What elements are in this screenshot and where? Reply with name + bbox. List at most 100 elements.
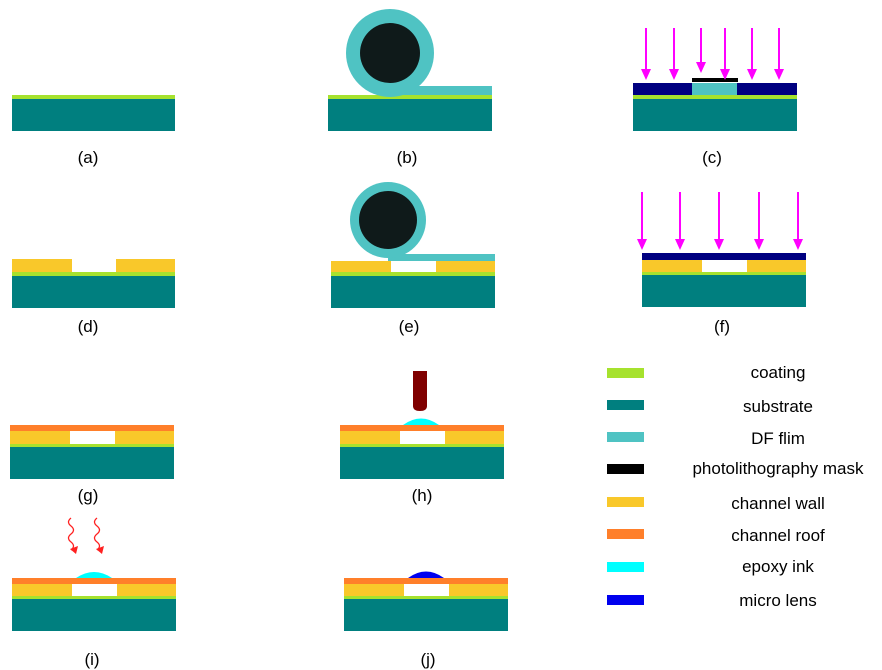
uv-arrow-head <box>793 239 803 250</box>
substrate <box>340 447 504 479</box>
substrate <box>12 99 175 131</box>
coating-layer <box>344 596 508 599</box>
channel-wall-left <box>12 584 72 596</box>
legend-item-epoxy-ink: epoxy ink <box>607 557 814 576</box>
channel-roof <box>10 425 174 431</box>
uv-exposure-arrows <box>641 28 784 80</box>
legend-item-substrate: substrate <box>607 397 813 416</box>
substrate <box>344 599 508 631</box>
step-d: (d) <box>12 259 175 336</box>
substrate <box>642 275 806 307</box>
channel-void <box>404 584 449 596</box>
channel-wall-right <box>449 584 508 596</box>
df-film-strip <box>388 254 495 261</box>
caption-h: (h) <box>412 486 433 505</box>
step-g: (g) <box>10 425 174 505</box>
channel-void <box>72 584 117 596</box>
step-i: (i) <box>12 517 176 669</box>
step-f: (f) <box>637 192 806 336</box>
channel-wall-left <box>642 260 702 272</box>
legend-label-df-film: DF flim <box>751 429 805 448</box>
channel-wall-left <box>331 261 391 272</box>
legend-label-epoxy-ink: epoxy ink <box>742 557 814 576</box>
coating-layer <box>340 444 504 447</box>
coating-layer <box>633 95 797 99</box>
channel-wall-right <box>115 431 174 444</box>
heat-wave-right-head <box>96 546 104 554</box>
step-a: (a) <box>12 95 175 167</box>
uv-arrow-head <box>641 69 651 80</box>
legend-swatch-coating <box>607 368 644 378</box>
legend-label-channel-wall: channel wall <box>731 494 825 513</box>
substrate <box>328 99 492 131</box>
channel-wall-right <box>436 261 495 272</box>
caption-a: (a) <box>78 148 99 167</box>
step-e: (e) <box>331 182 495 336</box>
legend-item-micro-lens: micro lens <box>607 591 817 610</box>
legend: coating substrate DF flim photolithograp… <box>607 363 864 610</box>
legend-swatch-photolithography-mask <box>607 464 644 474</box>
uv-arrow-head <box>696 62 706 73</box>
coating-layer <box>10 444 174 447</box>
step-h: (h) <box>340 371 504 505</box>
legend-swatch-epoxy-ink <box>607 562 644 572</box>
channel-wall-right <box>116 259 175 272</box>
heat-wave-right <box>93 517 101 551</box>
coating-layer <box>12 95 175 99</box>
legend-label-channel-roof: channel roof <box>731 526 825 545</box>
df-film-strip <box>390 86 492 95</box>
substrate <box>12 276 175 308</box>
legend-swatch-df-film <box>607 432 644 442</box>
legend-item-df-film: DF flim <box>607 429 805 448</box>
channel-wall-left <box>340 431 400 444</box>
legend-item-channel-wall: channel wall <box>607 494 825 513</box>
legend-label-photolithography-mask: photolithography mask <box>692 459 864 478</box>
legend-item-coating: coating <box>607 363 805 382</box>
step-c: (c) <box>633 28 797 167</box>
channel-void <box>391 261 436 272</box>
dispensing-nozzle <box>413 371 427 411</box>
photolithography-mask <box>692 78 738 82</box>
legend-label-substrate: substrate <box>743 397 813 416</box>
unexposed-df-film <box>692 83 737 95</box>
heat-wave-left <box>67 517 75 551</box>
channel-roof <box>344 578 508 584</box>
legend-label-micro-lens: micro lens <box>739 591 816 610</box>
caption-e: (e) <box>399 317 420 336</box>
caption-j: (j) <box>420 650 435 669</box>
uv-arrow-head <box>774 69 784 80</box>
heat-wave-left-head <box>70 546 78 554</box>
coating-layer <box>12 272 175 276</box>
coating-layer <box>328 95 492 99</box>
channel-void <box>702 260 747 272</box>
epoxy-ink-droplet <box>403 418 439 425</box>
step-b: (b) <box>328 9 492 167</box>
epoxy-ink-droplet <box>76 572 112 578</box>
channel-roof <box>12 578 176 584</box>
legend-item-channel-roof: channel roof <box>607 526 825 545</box>
coating-layer <box>642 272 806 275</box>
micro-lens <box>408 571 444 578</box>
channel-wall-left <box>10 431 70 444</box>
uv-arrow-head <box>720 69 730 80</box>
channel-wall-left <box>12 259 72 272</box>
roller-core <box>360 23 420 83</box>
legend-swatch-channel-wall <box>607 497 644 507</box>
legend-item-photolithography-mask: photolithography mask <box>607 459 864 478</box>
legend-swatch-micro-lens <box>607 595 644 605</box>
caption-c: (c) <box>702 148 722 167</box>
caption-f: (f) <box>714 317 730 336</box>
channel-wall-right <box>117 584 176 596</box>
coating-layer <box>12 596 176 599</box>
caption-d: (d) <box>78 317 99 336</box>
substrate <box>12 599 176 631</box>
uv-arrow-head <box>747 69 757 80</box>
uv-arrow-head <box>754 239 764 250</box>
exposed-df-film <box>642 253 806 260</box>
step-j: (j) <box>344 571 508 669</box>
substrate <box>633 99 797 131</box>
substrate <box>10 447 174 479</box>
uv-arrow-head <box>637 239 647 250</box>
legend-swatch-channel-roof <box>607 529 644 539</box>
